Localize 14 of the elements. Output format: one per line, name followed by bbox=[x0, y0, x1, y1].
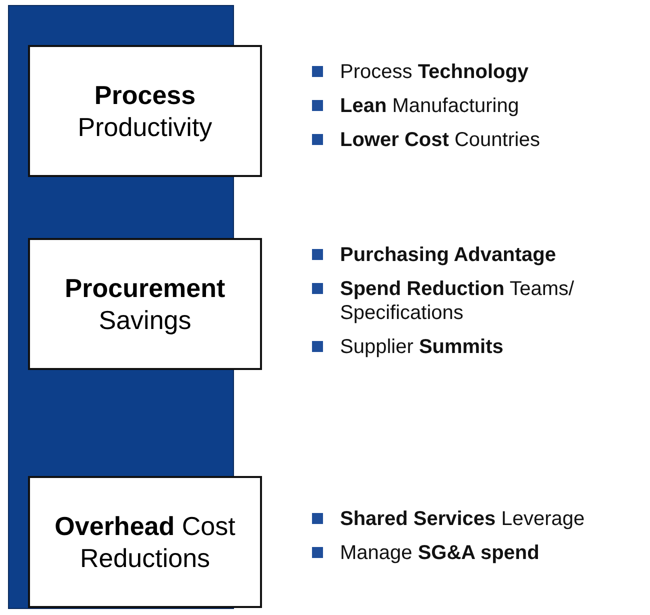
box-title: Overhead Cost Reductions bbox=[54, 510, 236, 574]
text-box bbox=[28, 238, 262, 370]
bullet-text: Lower Cost Countries bbox=[340, 128, 540, 152]
text-box bbox=[28, 476, 262, 608]
bullet-text: Supplier Summits bbox=[340, 335, 504, 359]
bullet-text: Shared Services Leverage bbox=[340, 507, 585, 531]
bullet-text: Manage SG&A spend bbox=[340, 541, 540, 565]
bullet-text: Lean Manufacturing bbox=[340, 94, 519, 118]
text-box bbox=[28, 45, 262, 177]
bullet-text: Purchasing Advantage bbox=[340, 243, 556, 267]
box-title: Process Productivity bbox=[76, 79, 214, 143]
bullet-text: Process Technology bbox=[340, 60, 529, 84]
box-title: Procurement Savings bbox=[64, 272, 226, 336]
bullet-text: Spend Reduction Teams/ Specifications bbox=[340, 277, 576, 325]
